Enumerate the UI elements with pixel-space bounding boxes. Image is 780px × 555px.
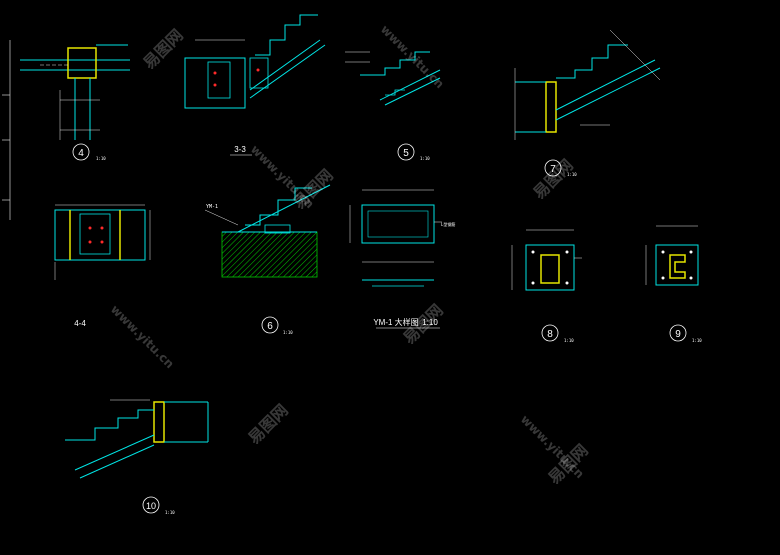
detail-8: 8 1:10 [511,229,582,343]
svg-text:www.yitu.cn: www.yitu.cn [108,302,177,371]
detail-10: 10 1:10 [65,399,209,515]
svg-text:易图网: 易图网 [244,400,291,447]
detail-6-scale: 1:10 [283,330,293,335]
svg-text:易图网: 易图网 [139,25,186,72]
detail-10-scale: 1:10 [165,510,175,515]
detail-6-tag: YM-1 [206,204,218,210]
detail-5: 5 1:10 [345,51,441,161]
drawing-border-left [2,40,11,220]
detail-9-number: 9 [675,329,681,340]
svg-text:易图网: 易图网 [529,155,576,202]
ym-1-detail: L型钢筋 YM-1 大样图 1:10 [349,189,455,329]
ym-1-callout: L型钢筋 [441,221,455,227]
watermark: 易图网 www.yitu.cn 易图网 www.yitu.cn 易图网 www.… [108,22,592,488]
detail-8-number: 8 [547,329,553,340]
detail-7-number: 7 [550,164,556,175]
svg-text:www.yitu.cn: www.yitu.cn [378,22,447,91]
detail-4-scale: 1:10 [96,156,106,161]
detail-7: 7 1:10 [514,29,661,177]
section-3-3-label: 3-3 [234,145,246,154]
detail-5-number: 5 [403,148,409,159]
detail-4-number: 4 [78,148,84,159]
ym-1-scale: 1:10 [422,318,438,327]
detail-10-number: 10 [146,501,156,511]
detail-9-scale: 1:10 [692,338,702,343]
detail-4: 4 1:10 [20,44,130,161]
detail-7-scale: 1:10 [567,172,577,177]
section-4-4-label: 4-4 [74,319,86,328]
section-3-3: 3-3 [184,14,326,156]
detail-9: 9 1:10 [645,225,702,343]
ym-1-label: YM-1 大样图 [373,317,418,327]
detail-8-scale: 1:10 [564,338,574,343]
section-4-4: 4-4 [54,204,151,328]
detail-6: YM-1 6 1:10 [204,184,331,335]
detail-6-number: 6 [267,321,273,332]
detail-5-scale: 1:10 [420,156,430,161]
